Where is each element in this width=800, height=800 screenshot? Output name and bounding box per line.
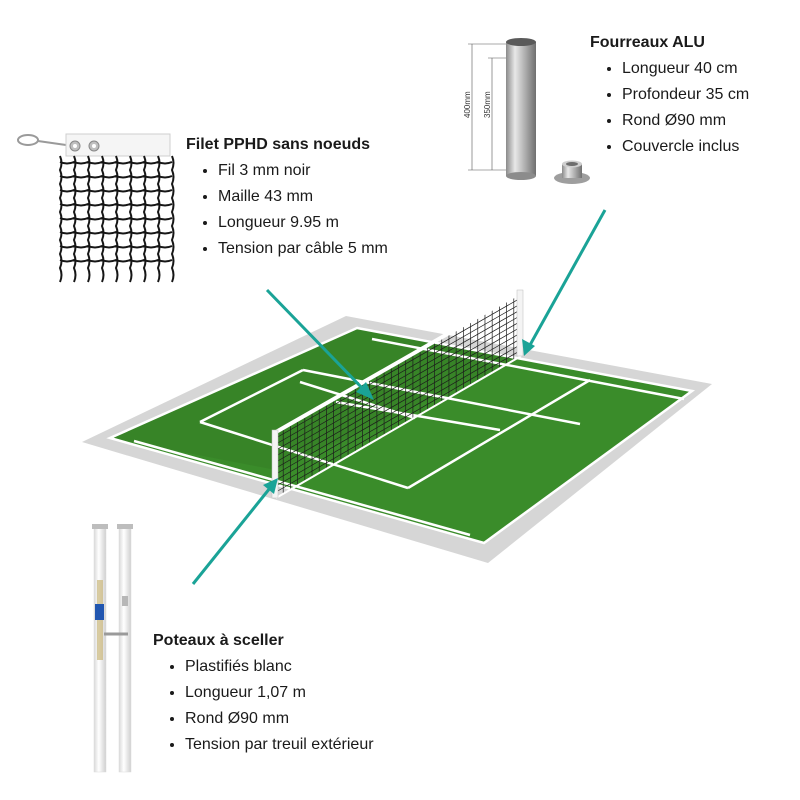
net-spec-list: Fil 3 mm noir Maille 43 mm Longueur 9.95… [186,158,388,262]
posts-title: Poteaux à sceller [153,632,284,649]
sleeve-info-panel: Fourreaux ALU Longueur 40 cm Profondeur … [590,34,749,160]
alu-sleeve-illustration: 400mm 350mm [463,36,597,184]
net-spec-item: Tension par câble 5 mm [218,236,388,262]
net-spec-item: Longueur 9.95 m [218,210,388,236]
posts-spec-item: Tension par treuil extérieur [185,732,374,758]
net-sample-illustration [17,133,175,283]
sleeve-spec-item: Profondeur 35 cm [622,82,749,108]
court-shade-left [110,328,520,470]
posts-info-panel: Poteaux à sceller Plastifiés blanc Longu… [153,632,374,758]
net-info-panel: Filet PPHD sans noeuds Fil 3 mm noir Mai… [186,136,388,262]
net-spec-item: Fil 3 mm noir [218,158,388,184]
posts-spec-item: Longueur 1,07 m [185,680,374,706]
sleeve-spec-item: Longueur 40 cm [622,56,749,82]
posts-spec-item: Rond Ø90 mm [185,706,374,732]
sleeve-spec-list: Longueur 40 cm Profondeur 35 cm Rond Ø90… [590,56,749,160]
dim-outer-label: 400mm [463,91,472,118]
sleeve-spec-item: Couvercle inclus [622,134,749,160]
pointer-arrows [191,209,607,585]
dim-inner-label: 350mm [483,91,492,118]
posts-spec-list: Plastifiés blanc Longueur 1,07 m Rond Ø9… [153,654,374,758]
sleeve-title: Fourreaux ALU [590,34,705,51]
posts-spec-item: Plastifiés blanc [185,654,374,680]
net-spec-item: Maille 43 mm [218,184,388,210]
tennis-net [271,289,524,499]
sleeve-spec-item: Rond Ø90 mm [622,108,749,134]
net-title: Filet PPHD sans noeuds [186,136,371,153]
posts-illustration [92,524,133,773]
